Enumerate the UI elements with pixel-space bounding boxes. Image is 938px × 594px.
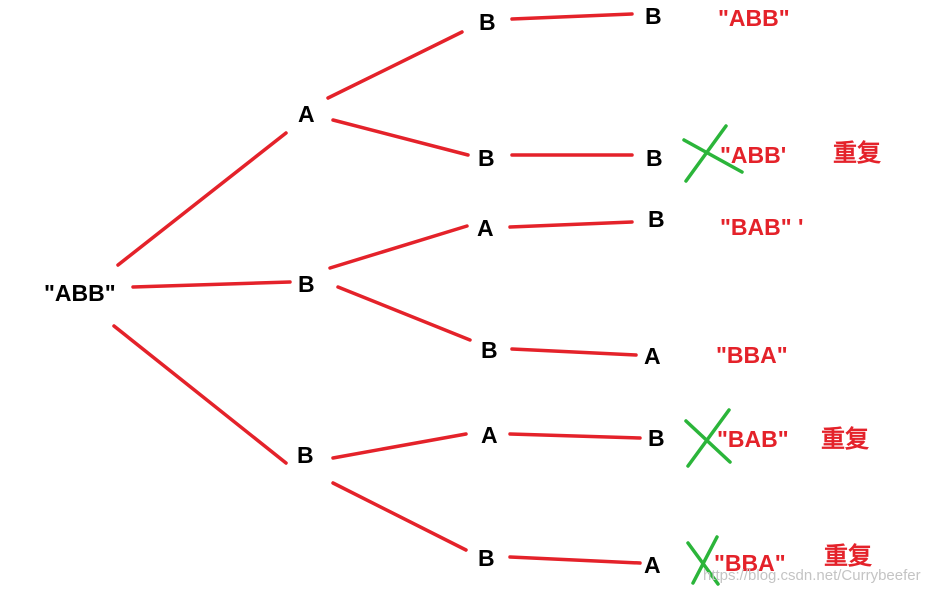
edge-blow-to-b	[331, 481, 468, 552]
edge-leaf-1	[510, 12, 634, 21]
duplicate-label-5: 重复	[821, 425, 870, 453]
result-6: "BBA"	[714, 550, 786, 576]
edge-a-to-b2	[331, 118, 470, 157]
level3-node-5: B	[648, 425, 665, 451]
level1-node-b-low: B	[297, 442, 314, 468]
x-mark-icon	[684, 408, 732, 468]
level1-node-a: A	[298, 101, 315, 127]
result-5: "BAB"	[717, 426, 789, 452]
edge-leaf-4	[510, 347, 638, 357]
x-mark-icon	[686, 535, 720, 586]
level3-node-6: A	[644, 552, 661, 578]
watermark-text: https://blog.csdn.net/Currybeefer	[703, 567, 921, 584]
x-mark-icon	[682, 124, 744, 183]
level3-node-2: B	[646, 145, 663, 171]
level2-node-5: A	[481, 422, 498, 448]
edge-leaf-6	[508, 555, 642, 565]
level2-node-6: B	[478, 545, 495, 571]
edge-root-to-b-low	[112, 324, 288, 465]
level3-node-1: B	[645, 3, 662, 29]
level3-node-4: A	[644, 343, 661, 369]
duplicate-label-2: 重复	[833, 139, 882, 167]
edge-root-to-b-mid	[131, 280, 292, 289]
edge-bmid-to-a	[328, 224, 469, 270]
edge-root-to-a	[116, 131, 288, 267]
duplicate-label-6: 重复	[824, 542, 873, 570]
result-1: "ABB"	[718, 5, 790, 31]
result-3: "BAB" '	[720, 214, 804, 240]
result-2: "ABB'	[720, 142, 786, 168]
edge-a-to-b1	[326, 30, 464, 100]
level2-node-4: B	[481, 337, 498, 363]
level2-node-3: A	[477, 215, 494, 241]
edge-leaf-5	[508, 432, 642, 440]
edge-blow-to-a	[331, 432, 468, 460]
level2-node-1: B	[479, 9, 496, 35]
level1-node-b-mid: B	[298, 271, 315, 297]
tree-edges	[112, 12, 642, 565]
edge-leaf-3	[508, 220, 634, 229]
root-node-label: "ABB"	[44, 280, 116, 306]
edge-bmid-to-b	[336, 285, 472, 342]
level2-node-2: B	[478, 145, 495, 171]
level3-node-3: B	[648, 206, 665, 232]
result-4: "BBA"	[716, 342, 788, 368]
